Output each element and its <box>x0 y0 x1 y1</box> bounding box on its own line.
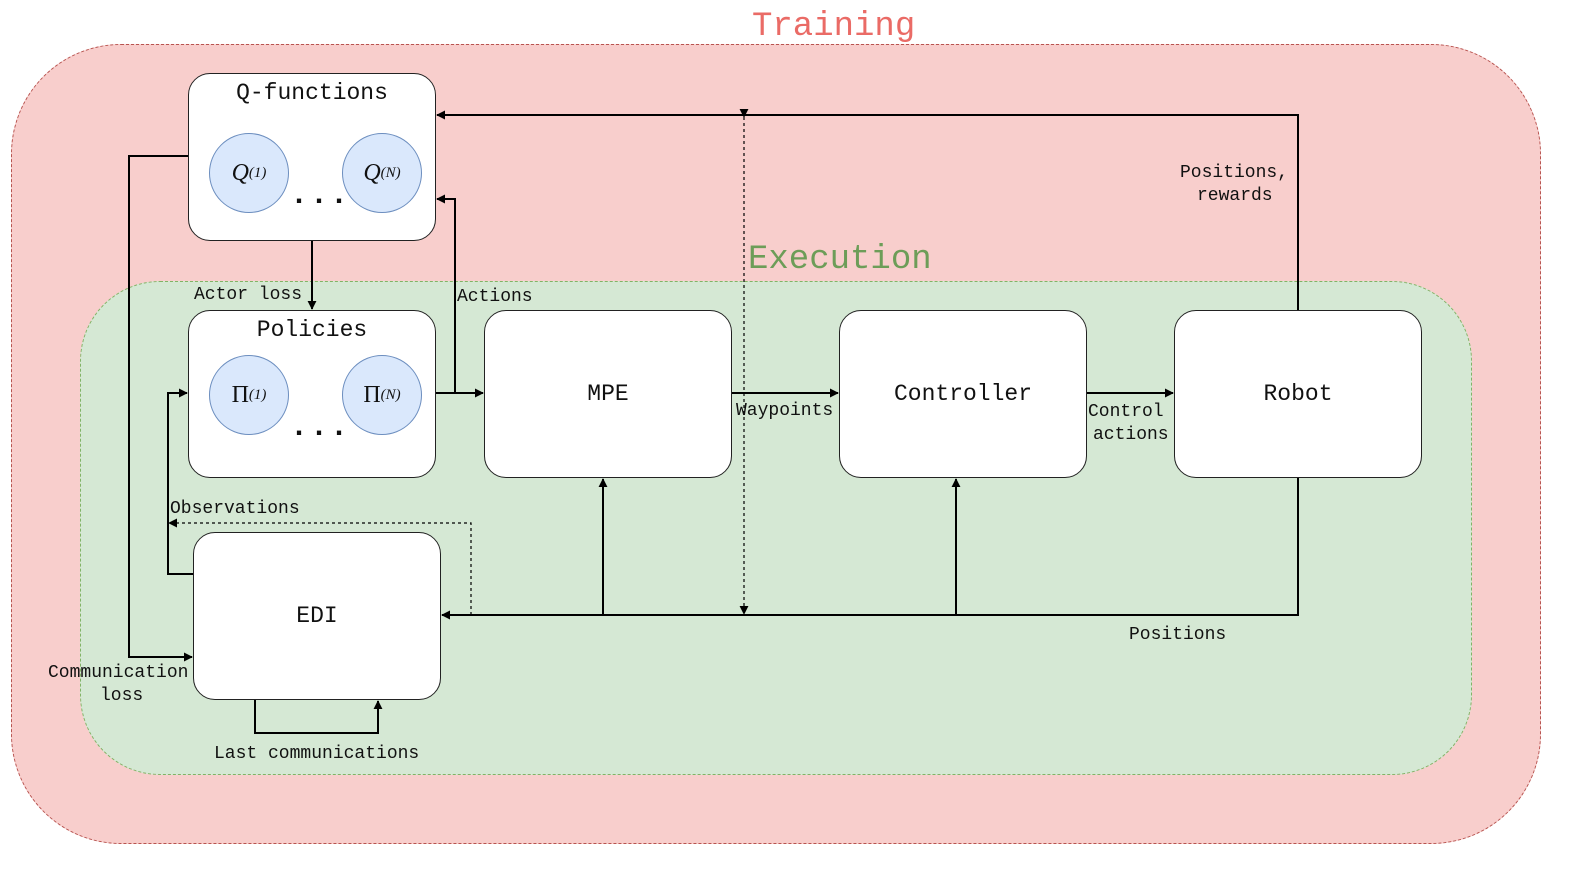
arrow-last-communications <box>254 700 383 734</box>
arrow-actions <box>436 194 456 393</box>
q-function-1-symbol: Q <box>231 159 249 186</box>
label-control-actions-2: actions <box>1093 425 1169 445</box>
label-positions-rewards-1: Positions, <box>1180 163 1289 183</box>
mpe-box: MPE <box>484 310 732 478</box>
label-observations: Observations <box>170 499 300 519</box>
arrow-positions-rewards <box>436 110 1299 310</box>
label-last-communications: Last communications <box>214 744 420 764</box>
label-actor-loss: Actor loss <box>194 285 303 305</box>
arrow-edi-to-policies <box>167 388 193 575</box>
execution-title: Execution <box>748 241 932 279</box>
policies-ellipsis: ... <box>290 411 351 445</box>
policy-1-index: (1) <box>248 386 267 403</box>
label-communication-loss-2: loss <box>100 686 144 706</box>
q-function-n: Q(N) <box>342 133 422 213</box>
q-function-1: Q(1) <box>209 133 289 213</box>
label-waypoints: Waypoints <box>736 401 834 421</box>
label-control-actions-1: Control <box>1088 402 1164 422</box>
label-actions: Actions <box>457 287 533 307</box>
edi-box: EDI <box>193 532 441 700</box>
robot-box: Robot <box>1174 310 1422 478</box>
q-function-n-symbol: Q <box>363 159 381 186</box>
policy-n: Π(N) <box>342 355 422 435</box>
q-functions-title: Q-functions <box>236 80 388 106</box>
label-positions-rewards-2: rewards <box>1197 186 1273 206</box>
arrow-positions-to-edi <box>441 478 1299 620</box>
q-function-n-index: (N) <box>380 164 401 181</box>
q-functions-box: Q-functions Q(1) Q(N) ... <box>188 73 436 241</box>
arrow-observations <box>168 518 472 615</box>
q-functions-ellipsis: ... <box>290 179 351 213</box>
q-function-1-index: (1) <box>248 164 267 181</box>
label-communication-loss-1: Communication <box>48 663 189 683</box>
policies-box: Policies Π(1) Π(N) ... <box>188 310 436 478</box>
policy-n-symbol: Π <box>363 381 381 408</box>
training-title: Training <box>752 8 916 46</box>
policy-1-symbol: Π <box>231 381 249 408</box>
mpe-title: MPE <box>587 381 629 407</box>
controller-box: Controller <box>839 310 1087 478</box>
controller-title: Controller <box>893 381 1033 407</box>
label-positions: Positions <box>1129 625 1227 645</box>
edi-title: EDI <box>296 603 338 629</box>
policies-title: Policies <box>256 317 368 343</box>
policy-1: Π(1) <box>209 355 289 435</box>
arrow-communication-loss <box>128 155 193 662</box>
robot-title: Robot <box>1263 381 1333 407</box>
policy-n-index: (N) <box>380 386 401 403</box>
